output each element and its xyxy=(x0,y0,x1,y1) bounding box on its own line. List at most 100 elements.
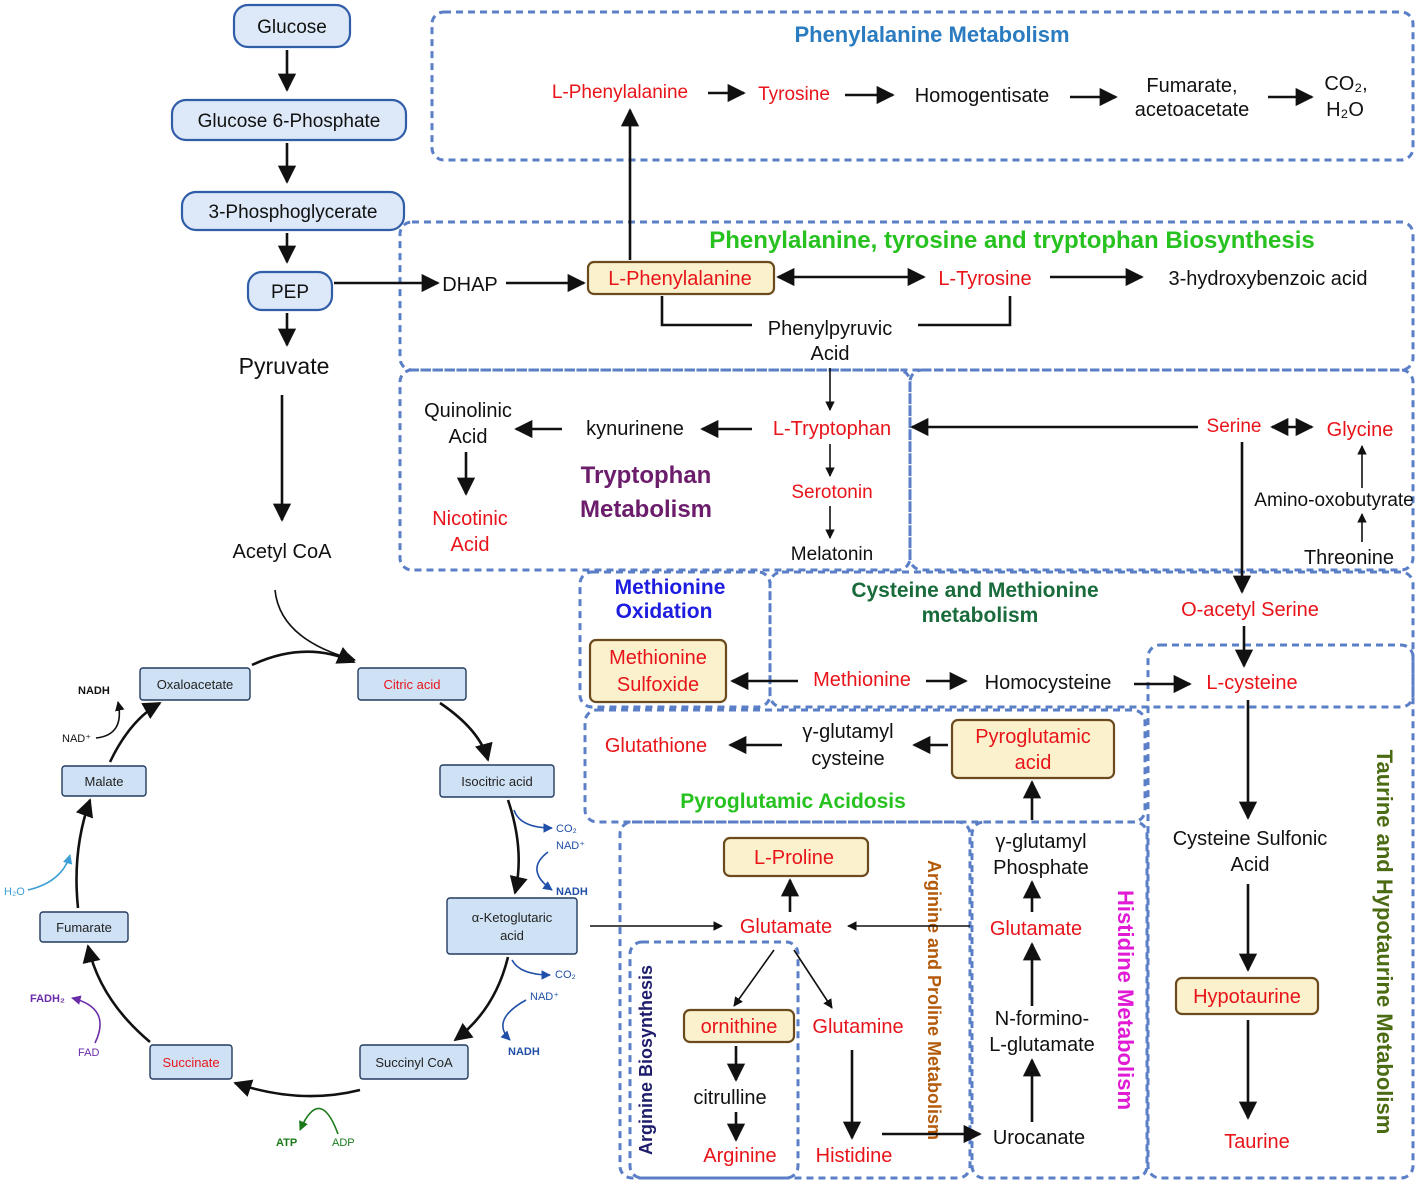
tryptophan-pathway: Quinolinic Acid kynurinene L-Tryptophan … xyxy=(424,400,891,565)
pep-label: PEP xyxy=(271,282,309,303)
cofactor-h2o: H₂O xyxy=(4,886,25,898)
akg-box xyxy=(446,897,578,955)
region-serine-glycine xyxy=(908,368,1415,572)
biosyn-ppa-line2: Acid xyxy=(811,343,850,365)
glycolysis: Glucose Glucose 6-Phosphate 3-Phosphogly… xyxy=(170,3,440,663)
histidine-pathway: γ-glutamyl Phosphate Glutamate N-formino… xyxy=(989,831,1095,1149)
biosynthesis-pathway: DHAP L-Phenylalanine L-Tyrosine 3-hydrox… xyxy=(442,260,1368,411)
cys-homocysteine: Homocysteine xyxy=(985,672,1112,694)
serine-glycine-pathway: Serine Glycine Amino-oxobutyrate Threoni… xyxy=(910,416,1414,668)
cofactor-adp: ADP xyxy=(332,1137,355,1149)
isocitric-label: Isocitric acid xyxy=(461,774,533,789)
biosyn-phe: L-Phenylalanine xyxy=(608,268,751,290)
phe-met-co2: CO₂, xyxy=(1324,73,1367,95)
glucose-box xyxy=(232,3,352,49)
arrow-succinate-fumarate xyxy=(82,944,151,1043)
phe-met-fumarate-line2: acetoacetate xyxy=(1135,99,1250,121)
his-nform-line1: N-formino- xyxy=(995,1008,1089,1030)
succinate-label: Succinate xyxy=(162,1055,219,1070)
ser-serine: Serine xyxy=(1207,416,1262,437)
cofactor-co2-arrow-2 xyxy=(511,959,551,980)
title-cys-met-line2: metabolism xyxy=(922,604,1039,627)
region-borders xyxy=(398,10,1415,1180)
phe-met-homogentisate: Homogentisate xyxy=(915,85,1050,107)
cofactor-adp-arrow xyxy=(299,1107,339,1135)
arrow-oxaloacetate-citric xyxy=(251,646,356,667)
acetyl-coa-label: Acetyl CoA xyxy=(233,541,333,563)
succinyl-box xyxy=(359,1044,469,1080)
region-phe-tyr-trp-biosynthesis xyxy=(398,220,1415,372)
arginine-proline-pathway: L-Proline Glutamate ornithine Glutamine … xyxy=(682,836,982,1167)
pyro-acid-box xyxy=(950,718,1116,780)
pyruvate-label: Pyruvate xyxy=(239,353,330,379)
his-urocanate: Urocanate xyxy=(993,1127,1085,1149)
cofactor-nadh-top: NADH xyxy=(78,685,110,697)
oxaloacetate-box xyxy=(139,667,251,701)
title-tryptophan-line1: Tryptophan xyxy=(581,462,712,489)
phe-met-h2o: H₂O xyxy=(1326,99,1364,121)
region-titles: Phenylalanine Metabolism Phenylalanine, … xyxy=(580,22,1397,1155)
his-ggp-line2: Phosphate xyxy=(993,857,1089,879)
arg-histidine: Histidine xyxy=(816,1145,893,1167)
region-phe-metabolism xyxy=(430,10,1415,162)
trp-melatonin: Melatonin xyxy=(791,544,873,565)
tau-csa-line1: Cysteine Sulfonic xyxy=(1173,828,1328,850)
his-glutamate: Glutamate xyxy=(990,918,1082,940)
pep-box xyxy=(246,270,334,312)
trp-serotonin: Serotonin xyxy=(791,482,872,503)
cofactor-co2-1: CO₂ xyxy=(556,823,577,835)
cofactor-nad-2: NAD⁺ xyxy=(530,991,559,1003)
taurine-pathway: Cysteine Sulfonic Acid Hypotaurine Tauri… xyxy=(1173,828,1328,1153)
trp-quin-line2: Acid xyxy=(449,426,488,448)
title-taurine-hypotaurine: Taurine and Hypotaurine Metabolism xyxy=(1372,750,1397,1135)
title-pyroglutamic-acidosis: Pyroglutamic Acidosis xyxy=(680,790,906,813)
ser-oacetyl: O-acetyl Serine xyxy=(1181,599,1319,621)
cofactor-nadh-2: NADH xyxy=(508,1046,540,1058)
title-cys-met-line1: Cysteine and Methionine xyxy=(851,579,1098,602)
glucose-label: Glucose xyxy=(257,17,327,38)
cofactor-nad-arrow-1 xyxy=(536,851,553,891)
succinate-box xyxy=(149,1044,233,1080)
met-sulfoxide-box xyxy=(588,638,728,704)
region-arginine-biosynthesis xyxy=(628,940,800,1180)
akg-label-line1: α-Ketoglutaric xyxy=(472,910,553,925)
trp-quin-line1: Quinolinic xyxy=(424,400,512,422)
trp-nic-line1: Nicotinic xyxy=(432,508,508,530)
arrow-glutamate-ornithine xyxy=(733,949,775,1007)
citric-label: Citric acid xyxy=(383,677,440,692)
arg-proline-box xyxy=(722,836,870,878)
region-histidine-metabolism xyxy=(970,820,1149,1180)
arg-arginine: Arginine xyxy=(703,1145,776,1167)
pyro-glutathione: Glutathione xyxy=(605,735,707,757)
title-tryptophan-line2: Metabolism xyxy=(580,496,712,523)
met-sulfoxide-line1: Methionine xyxy=(609,647,707,669)
cofactor-fadh2: FADH₂ xyxy=(30,993,65,1005)
pyro-gglu-line2: cysteine xyxy=(811,748,884,770)
title-arginine-biosynthesis: Arginine Biosynthesis xyxy=(636,965,656,1155)
arg-glutamate: Glutamate xyxy=(740,916,832,938)
biosyn-tyr: L-Tyrosine xyxy=(938,268,1031,290)
met-sulfoxide-line2: Sulfoxide xyxy=(617,674,699,696)
malate-label: Malate xyxy=(84,774,123,789)
pyro-acid-line1: Pyroglutamic xyxy=(975,726,1091,748)
connector-tyr-ppa xyxy=(918,296,1012,327)
oxaloacetate-label: Oxaloacetate xyxy=(157,677,234,692)
arg-ornithine: ornithine xyxy=(701,1016,778,1038)
cofactor-nad-1: NAD⁺ xyxy=(556,840,585,852)
pyro-gglu-line1: γ-glutamyl xyxy=(802,721,893,743)
trp-trp: L-Tryptophan xyxy=(773,418,891,440)
biosyn-dhap: DHAP xyxy=(442,274,498,296)
title-phe-metabolism: Phenylalanine Metabolism xyxy=(794,22,1069,47)
phe-met-fumarate-line1: Fumarate, xyxy=(1146,75,1237,97)
cofactor-nad-arrow-top xyxy=(95,701,125,739)
arrow-succinyl-succinate xyxy=(233,1079,361,1098)
pg3-box xyxy=(180,190,406,232)
pyro-acid-line2: acid xyxy=(1015,752,1052,774)
cys-methionine: Methionine xyxy=(813,669,911,691)
tca-cycle: Oxaloacetate Citric acid Isocitric acid … xyxy=(4,646,723,1149)
title-met-oxidation-line2: Oxidation xyxy=(616,600,713,623)
title-met-oxidation-line1: Methionine xyxy=(615,576,726,599)
pg3-label: 3-Phosphoglycerate xyxy=(209,202,378,223)
cofactor-co2-2: CO₂ xyxy=(555,969,576,981)
arrow-acetylcoa-citric xyxy=(274,589,356,663)
